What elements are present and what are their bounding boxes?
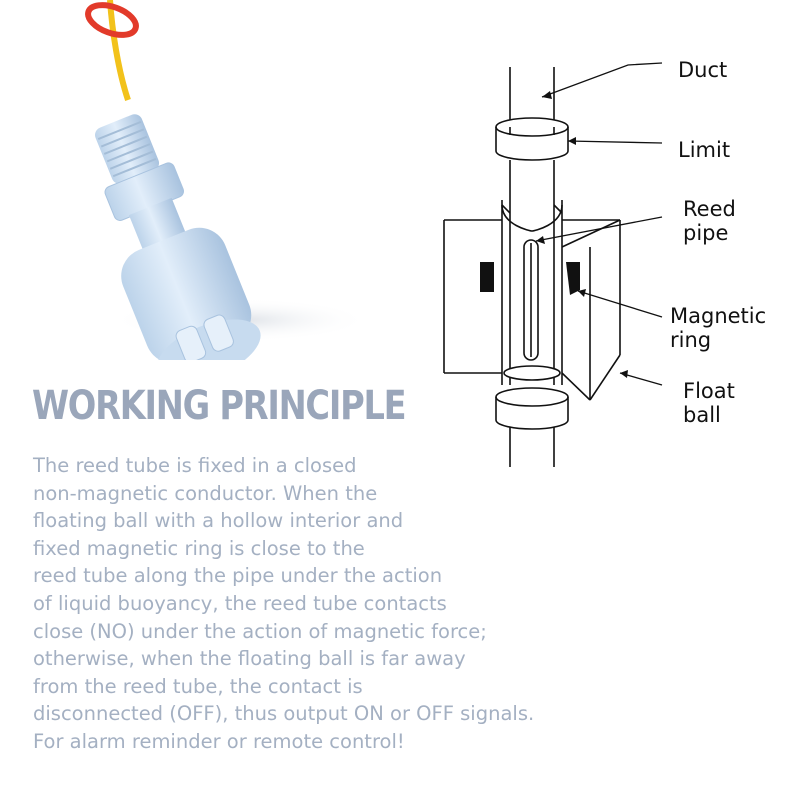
description-line: from the reed tube, the contact is	[33, 674, 363, 698]
label-magnetic-ring: Magnetic ring	[670, 304, 766, 352]
description-line: For alarm reminder or remote control!	[33, 729, 405, 753]
float-switch-product-image	[85, 0, 370, 360]
magnetic-ring	[480, 262, 580, 295]
description-line: The reed tube is fixed in a closed	[33, 454, 357, 477]
description-line: fixed magnetic ring is close to the	[33, 536, 365, 560]
description-line: disconnected (OFF), thus output ON or OF…	[33, 702, 535, 726]
label-float-ball-line-1: Float	[683, 379, 735, 403]
description-line: otherwise, when the floating ball is far…	[33, 647, 466, 671]
bottom-limit-ring	[495, 365, 569, 430]
label-duct: Duct	[678, 58, 728, 82]
duct-tube	[501, 200, 563, 385]
description-line: reed tube along the pipe under the actio…	[33, 564, 443, 588]
float-ball-body	[443, 204, 621, 401]
cross-section-diagram	[443, 62, 663, 467]
description-line: floating ball with a hollow interior and	[33, 509, 404, 533]
working-principle-description: The reed tube is fixed in a closed non-m…	[33, 452, 534, 756]
label-reed-pipe-line-2: pipe	[683, 221, 729, 245]
label-float-ball: Float ball	[683, 379, 735, 427]
reed-pipe	[523, 239, 539, 361]
label-limit: Limit	[678, 138, 731, 162]
label-reed-pipe: Reed pipe	[683, 197, 736, 245]
label-magnetic-ring-line-1: Magnetic	[670, 304, 767, 328]
label-reed-pipe-line-1: Reed	[683, 197, 736, 221]
label-float-ball-line-2: ball	[683, 403, 721, 427]
working-principle-heading: WORKING PRINCIPLE	[32, 383, 407, 429]
leader-lines	[535, 62, 663, 386]
label-magnetic-ring-line-2: ring	[670, 328, 712, 352]
top-limit-ring	[495, 117, 569, 161]
description-line: close (NO) under the action of magnetic …	[33, 619, 487, 643]
description-line: non-magnetic conductor. When the	[33, 481, 378, 505]
description-line: of liquid buoyancy, the reed tube contac…	[33, 591, 447, 615]
